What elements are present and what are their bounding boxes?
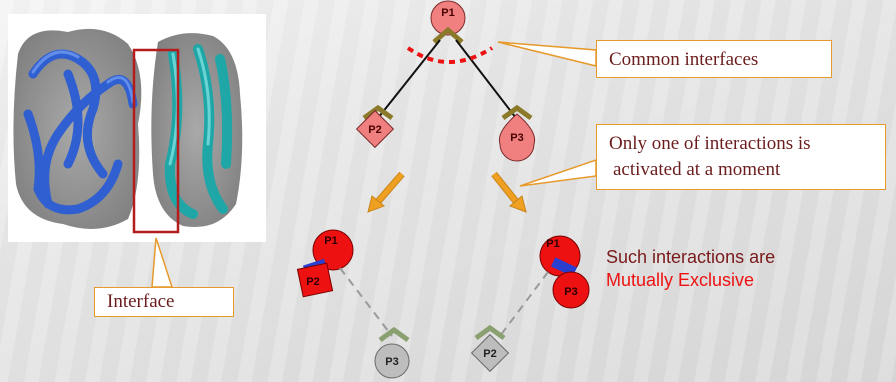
- interface-callout-pointer: [151, 237, 174, 288]
- inactive-p2-node: [470, 333, 510, 373]
- only-one-callout-pointer: [519, 158, 597, 187]
- arrow-right: [491, 171, 527, 213]
- complex-right-p3-label: P3: [564, 286, 577, 298]
- branch-left: [377, 39, 441, 119]
- complex-left-p1-label: P1: [324, 235, 337, 247]
- p1-top-node: [430, 0, 466, 36]
- mutex-line1: Such interactions are: [606, 247, 776, 267]
- inactive-p3-node: [374, 343, 410, 379]
- p1-interface-marker: [432, 26, 464, 44]
- only-one-line1: Only one of interactions is: [609, 133, 811, 154]
- interface-highlight-box: [132, 48, 180, 234]
- p3-label: P3: [510, 132, 523, 144]
- p1-top-label: P1: [441, 7, 454, 19]
- inactive-p3-interface-marker: [378, 326, 410, 343]
- p3-interface-marker: [501, 104, 533, 121]
- only-one-interaction-callout: Only one of interactions is activated at…: [596, 124, 886, 190]
- complex-right-p3-node: [552, 271, 590, 309]
- p3-node: [498, 113, 536, 162]
- common-interfaces-callout: Common interfaces: [596, 40, 832, 78]
- p2-node: [355, 109, 395, 149]
- only-one-line2: activated at a moment: [613, 159, 781, 180]
- complex-left-p2-label: P2: [306, 276, 319, 288]
- p2-interface-marker: [362, 104, 394, 121]
- inactive-p2-label: P2: [483, 348, 496, 360]
- interface-callout: Interface: [94, 287, 234, 317]
- common-interface-arc: [406, 46, 494, 64]
- interface-callout-text: Interface: [107, 291, 175, 312]
- protein-structure-image: [8, 14, 266, 242]
- branch-right: [455, 39, 517, 119]
- inactive-p2-interface-marker: [474, 324, 506, 341]
- complex-left-p2-node: [296, 262, 334, 298]
- p2-label: P2: [368, 124, 381, 136]
- right-inactive-link: [499, 271, 549, 337]
- left-inactive-link: [339, 267, 393, 337]
- arrow-left: [367, 171, 405, 213]
- common-interfaces-text: Common interfaces: [609, 49, 759, 70]
- mutual-exclusion-note: Such interactions are Mutually Exclusive: [606, 246, 775, 292]
- common-callout-pointer: [497, 41, 597, 67]
- mutex-line2: Mutually Exclusive: [606, 270, 755, 290]
- complex-right-p1-label: P1: [546, 238, 559, 250]
- protein-structure-drawing: [13, 28, 243, 234]
- inactive-p3-label: P3: [385, 356, 398, 368]
